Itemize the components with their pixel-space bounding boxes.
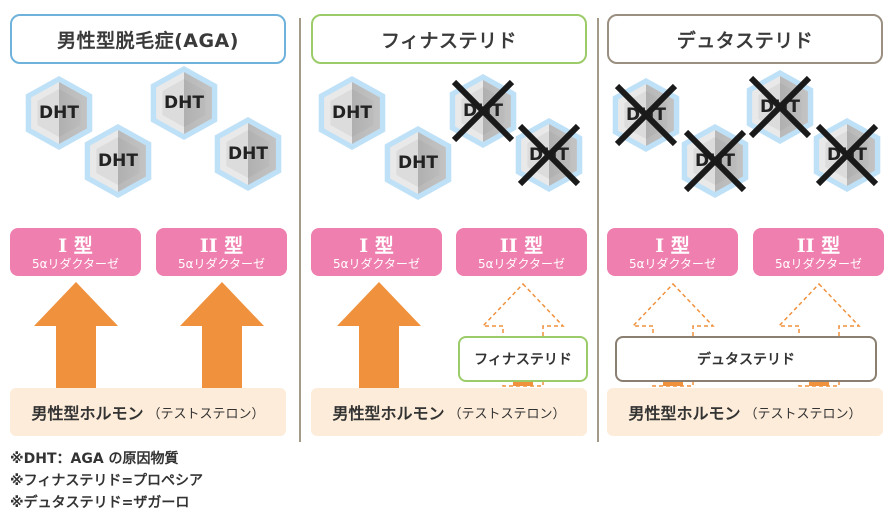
enzyme-type: I 型 bbox=[359, 235, 394, 257]
drug-finasteride-box: フィナステリド bbox=[458, 336, 588, 382]
hormone-box: 男性型ホルモン （テストステロン） bbox=[10, 388, 286, 436]
enzyme-name: 5αリダクターゼ bbox=[31, 257, 120, 271]
dht-molecule: DHT bbox=[318, 76, 386, 150]
footnote: ※デュタステリド=ザガーロ bbox=[10, 495, 190, 511]
blocked-cross-icon bbox=[815, 123, 879, 187]
enzyme-name: 5αリダクターゼ bbox=[332, 257, 421, 271]
blocked-cross-icon bbox=[517, 123, 581, 187]
hormone-box: 男性型ホルモン （テストステロン） bbox=[311, 388, 587, 436]
drug-dutasteride-box: デュタステリド bbox=[615, 336, 877, 382]
enzyme-name: 5αリダクターゼ bbox=[477, 257, 566, 271]
dht-molecule: DHT bbox=[384, 126, 452, 200]
dht-label: DHT bbox=[398, 153, 438, 173]
enzyme-type: I 型 bbox=[655, 235, 690, 257]
panel-dutasteride: デュタステリド DHT DHT DHT DHT I 型 5αリダクターゼ II … bbox=[607, 0, 887, 445]
hormone-paren: （テストステロン） bbox=[448, 406, 566, 422]
enzyme-name: 5αリダクターゼ bbox=[177, 257, 266, 271]
arrow-up-icon bbox=[180, 282, 264, 388]
dht-label: DHT bbox=[228, 144, 268, 164]
dht-molecule: DHT bbox=[681, 124, 749, 198]
footnote: ※フィナステリド=プロペシア bbox=[10, 473, 204, 489]
blocked-cross-icon bbox=[614, 83, 678, 147]
enzyme-type: II 型 bbox=[796, 235, 841, 257]
divider bbox=[597, 18, 599, 442]
blocked-cross-icon bbox=[451, 79, 515, 143]
enzyme-type: II 型 bbox=[199, 235, 244, 257]
hormone-label: 男性型ホルモン bbox=[628, 404, 741, 423]
hormone-paren: （テストステロン） bbox=[147, 406, 265, 422]
hormone-box: 男性型ホルモン （テストステロン） bbox=[607, 388, 883, 436]
dht-molecule: DHT bbox=[84, 124, 152, 198]
dht-molecule: DHT bbox=[612, 78, 680, 152]
hormone-label: 男性型ホルモン bbox=[332, 404, 445, 423]
dht-label: DHT bbox=[164, 93, 204, 113]
dht-label: DHT bbox=[98, 151, 138, 171]
dht-molecule: DHT bbox=[449, 74, 517, 148]
enzyme-type1: I 型 5αリダクターゼ bbox=[10, 228, 141, 276]
enzyme-type1: I 型 5αリダクターゼ bbox=[607, 228, 738, 276]
dht-label: DHT bbox=[39, 103, 79, 123]
hormone-paren: （テストステロン） bbox=[744, 406, 862, 422]
dht-molecule: DHT bbox=[25, 76, 93, 150]
enzyme-type2: II 型 5αリダクターゼ bbox=[456, 228, 587, 276]
dht-molecule: DHT bbox=[150, 66, 218, 140]
panel-finasteride: フィナステリド DHT DHT DHT DHT I 型 5αリダクターゼ II … bbox=[311, 0, 591, 445]
dht-molecule: DHT bbox=[746, 70, 814, 144]
dht-label: DHT bbox=[332, 103, 372, 123]
panel-title: 男性型脱毛症(AGA) bbox=[10, 14, 286, 64]
enzyme-type2: II 型 5αリダクターゼ bbox=[753, 228, 884, 276]
footnotes: ※DHT：AGA の原因物質 ※フィナステリド=プロペシア ※デュタステリド=ザ… bbox=[10, 448, 203, 514]
panel-aga: 男性型脱毛症(AGA) DHT DHT DHT DHT I 型 5αリダクターゼ… bbox=[10, 0, 290, 445]
enzyme-type: I 型 bbox=[58, 235, 93, 257]
enzyme-type: II 型 bbox=[499, 235, 544, 257]
panel-title: デュタステリド bbox=[607, 14, 883, 64]
enzyme-name: 5αリダクターゼ bbox=[628, 257, 717, 271]
hormone-label: 男性型ホルモン bbox=[31, 404, 144, 423]
enzyme-type1: I 型 5αリダクターゼ bbox=[311, 228, 442, 276]
divider bbox=[299, 18, 301, 442]
arrow-up-icon bbox=[34, 282, 118, 388]
dht-molecule: DHT bbox=[813, 118, 881, 192]
arrow-up-icon bbox=[337, 282, 421, 388]
panel-title: フィナステリド bbox=[311, 14, 587, 64]
enzyme-name: 5αリダクターゼ bbox=[774, 257, 863, 271]
blocked-cross-icon bbox=[683, 129, 747, 193]
dht-molecule: DHT bbox=[515, 118, 583, 192]
enzyme-type2: II 型 5αリダクターゼ bbox=[156, 228, 287, 276]
dht-molecule: DHT bbox=[214, 117, 282, 191]
footnote: ※DHT：AGA の原因物質 bbox=[10, 451, 179, 467]
blocked-cross-icon bbox=[748, 75, 812, 139]
